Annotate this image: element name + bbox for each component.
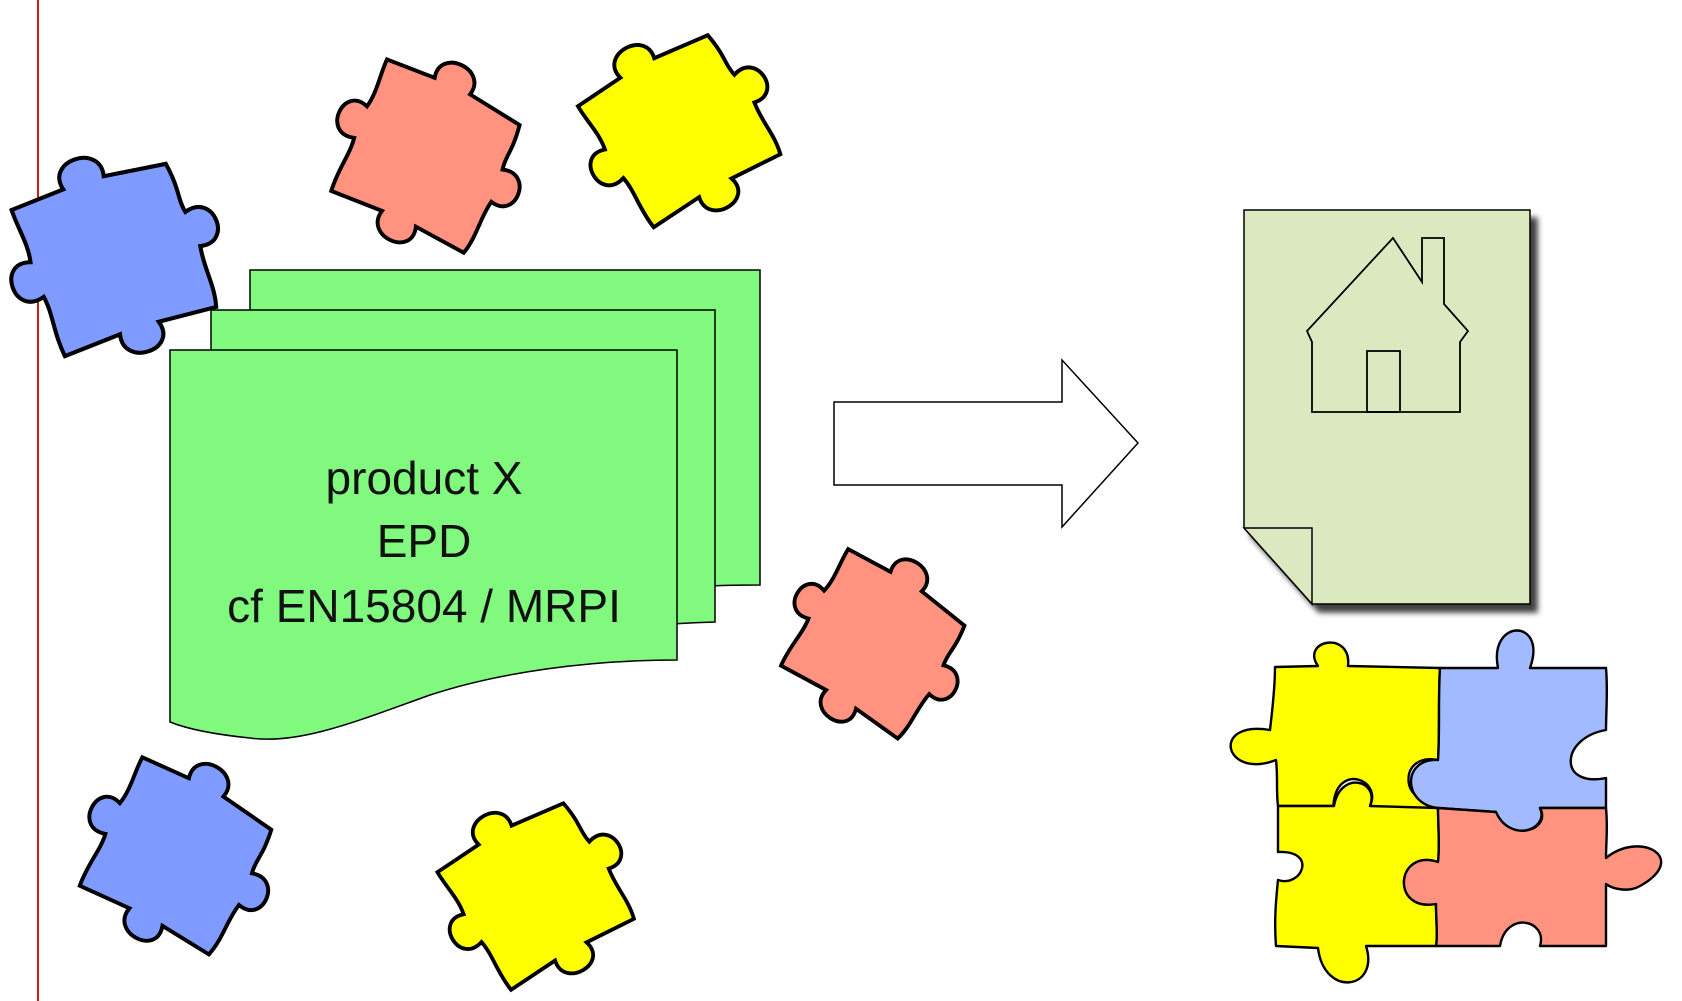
puzzle-piece-icon (748, 515, 1004, 769)
epd-card-line-1: product X (326, 452, 523, 504)
puzzle-piece-icon (405, 762, 667, 1001)
house-icon (1305, 236, 1470, 413)
puzzle-piece-icon (45, 722, 313, 986)
puzzle-piece-icon (1410, 629, 1609, 832)
epd-document-stack: product X EPD cf EN15804 / MRPI (169, 269, 761, 740)
epd-card-line-3: cf EN15804 / MRPI (227, 580, 621, 632)
epd-card-line-2: EPD (377, 515, 472, 567)
right-arrow-icon (833, 358, 1140, 529)
puzzle-piece-icon (297, 24, 560, 283)
puzzle-piece-icon (1402, 806, 1663, 948)
building-document-page (1243, 209, 1531, 605)
puzzle-piece-icon (1229, 641, 1442, 810)
epd-card-front (169, 349, 678, 740)
puzzle-piece-icon (544, 0, 814, 260)
folded-corner (1242, 527, 1313, 606)
assembled-puzzle (1229, 629, 1663, 984)
building-document (1242, 209, 1531, 606)
